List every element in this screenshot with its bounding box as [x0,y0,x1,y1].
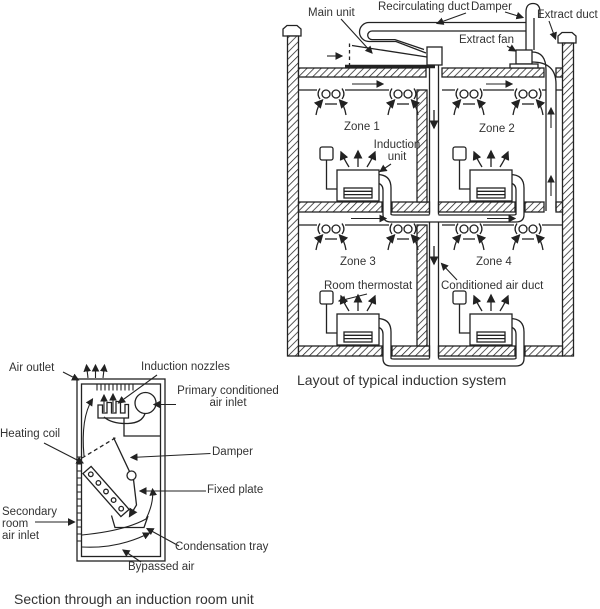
label-condensation-tray: Condensation tray [175,541,269,553]
ceiling-diffuser [513,89,543,116]
label-primary-inlet-line1: Primary conditioned [177,385,279,397]
label-induction-unit-line1: Induction [373,139,421,151]
label-main-unit: Main unit [308,7,355,19]
caption-layout-diagram: Layout of typical induction system [297,372,507,388]
label-primary-inlet: Primary conditioned air inlet [172,385,284,409]
label-bypassed-air: Bypassed air [128,561,195,573]
ground-floor-slab [297,345,564,357]
ceiling-diffuser [454,89,484,116]
heating-coil [81,465,131,518]
label-conditioned-air-duct: Conditioned air duct [441,280,544,292]
extract-duct [531,51,557,211]
ceiling-diffuser [388,89,418,116]
building-walls [282,24,577,357]
ceiling-diffuser [316,89,346,116]
label-primary-inlet-line2: air inlet [209,397,247,409]
label-extract-duct: Extract duct [537,9,598,21]
label-heating-coil: Heating coil [0,428,61,440]
airflow-arrows [81,398,158,548]
void-flow-arrows [351,80,517,223]
label-extract-fan: Extract fan [459,34,514,46]
ceiling-diffuser [513,224,543,251]
secondary-inlet-grille [77,456,82,542]
label-secondary-inlet-line1: Secondary [2,506,57,518]
section-leader-arrows [35,371,211,563]
exhaust-stack-damper [525,2,541,50]
label-air-outlet: Air outlet [9,362,55,374]
label-recirculating-duct: Recirculating duct [378,1,470,13]
label-damper-roof: Damper [471,1,512,13]
label-induction-unit-line2: unit [387,151,407,163]
label-secondary-inlet: Secondary room air inlet [2,506,72,542]
label-fixed-plate: Fixed plate [207,484,264,496]
label-induction-nozzles: Induction nozzles [141,361,230,373]
recirculating-duct [358,21,526,54]
label-induction-unit: Induction unit [372,139,422,163]
shaft-walls [416,89,428,347]
unit-casing [76,378,166,562]
air-outlet-arrows [83,363,108,379]
damper-assembly [81,436,138,518]
ceiling-diffuser [316,224,346,251]
induction-nozzles [97,392,130,419]
layout-diagram [282,2,577,367]
condensation-tray [110,515,149,529]
ceiling-lines [298,89,563,226]
section-diagram [35,363,211,563]
label-room-thermostat: Room thermostat [324,280,413,292]
extract-fan [509,49,539,69]
label-zone-2: Zone 2 [479,123,515,135]
label-secondary-inlet-line2: room [2,518,29,530]
main-unit [327,43,435,69]
caption-section-diagram: Section through an induction room unit [14,591,254,607]
fixed-plate [128,479,138,518]
roof-slab [297,67,564,78]
ceiling-diffuser [388,224,418,251]
mid-floor-slab [297,201,564,213]
label-zone-3: Zone 3 [340,256,376,268]
ceiling-diffuser [454,224,484,251]
label-zone-1: Zone 1 [344,121,380,133]
layout-leader-arrows [337,11,557,304]
label-secondary-inlet-line3: air inlet [2,530,40,542]
label-damper-unit: Damper [212,446,253,458]
top-grille [96,384,134,391]
label-zone-4: Zone 4 [476,256,512,268]
